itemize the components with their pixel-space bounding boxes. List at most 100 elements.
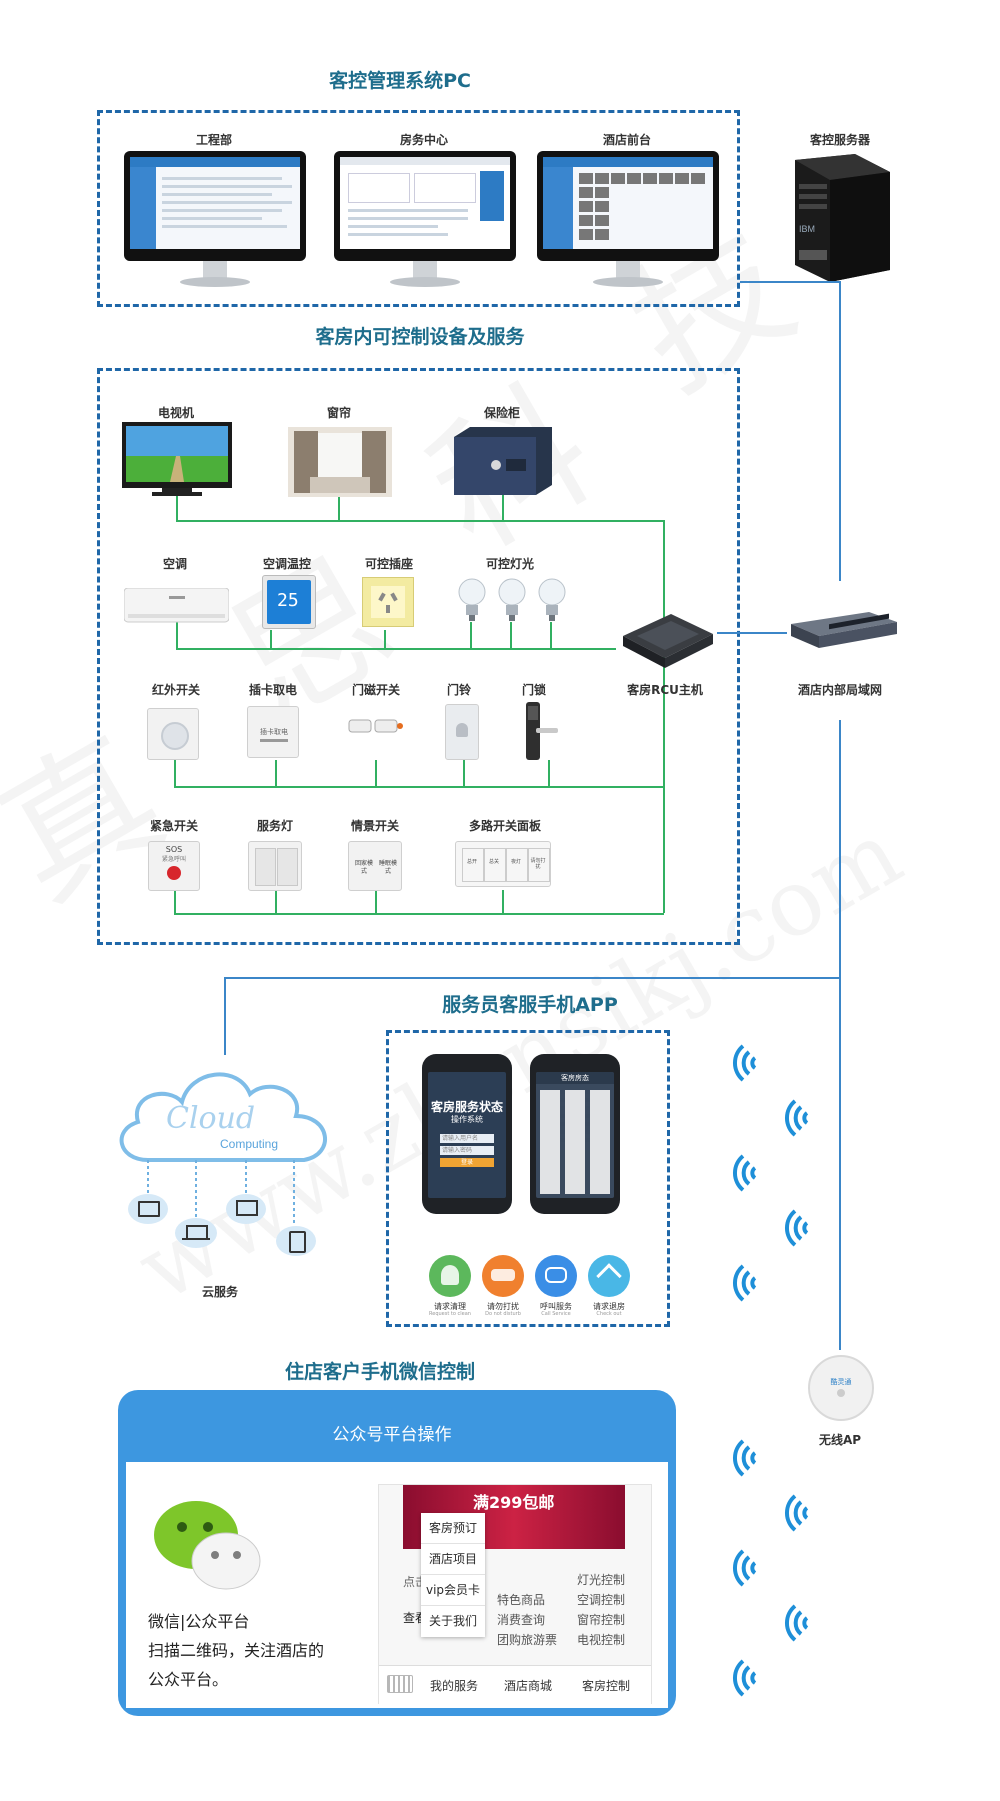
- phone-login: 客房服务状态 操作系统 请输入用户名 请输入密码 登录: [422, 1054, 512, 1214]
- devices-section-title: 客房内可控制设备及服务: [315, 326, 525, 348]
- device-label-service-light: 服务灯: [256, 819, 293, 833]
- tab-hotel-mall[interactable]: 酒店商城: [503, 1679, 552, 1693]
- thermostat-icon: 25: [262, 575, 316, 629]
- rcu-host-label: 客房RCU主机: [627, 683, 703, 697]
- menu-item-room-booking[interactable]: 客房预订: [421, 1513, 485, 1544]
- panel-text-2: 总关: [488, 859, 499, 865]
- monitor-front-desk: [537, 151, 719, 291]
- green-line: [502, 490, 504, 521]
- green-line: [176, 520, 664, 522]
- device-label-door-magnet: 门磁开关: [351, 683, 400, 697]
- green-line: [275, 760, 277, 788]
- green-line: [548, 760, 550, 788]
- multi-panel-icon: 总开 总关 夜灯 请勿打扰: [455, 841, 551, 887]
- scene-text-sleep: 睡眠模式: [378, 860, 397, 875]
- call-service-button[interactable]: [535, 1255, 577, 1297]
- menu-item-hotel-projects[interactable]: 酒店项目: [421, 1544, 485, 1575]
- monitor-label-front-desk: 酒店前台: [602, 133, 651, 147]
- green-line: [663, 520, 665, 913]
- wechat-menu-mock: 满299包邮 点击 查看 客房预订 酒店项目 vip会员卡 关于我们 特色商品 …: [378, 1484, 652, 1704]
- login-sub: 操作系统: [451, 1115, 483, 1124]
- app-group-box: [386, 1030, 670, 1327]
- request-clean-button[interactable]: [429, 1255, 471, 1297]
- door-lock-icon: [526, 702, 558, 760]
- do-not-disturb-button[interactable]: [482, 1255, 524, 1297]
- col2-item-3[interactable]: 团购旅游票: [497, 1633, 558, 1647]
- network-line: [717, 632, 787, 634]
- col2-item-2[interactable]: 消费查询: [497, 1613, 546, 1627]
- cloud-word: Cloud: [166, 1101, 255, 1136]
- panel-text-1: 总开: [466, 859, 477, 865]
- wechat-logo-icon: [154, 1501, 261, 1590]
- emergency-sub: 紧急呼叫: [161, 856, 186, 863]
- login-title: 客房服务状态: [430, 1100, 503, 1114]
- tab-my-services[interactable]: 我的服务: [429, 1679, 478, 1693]
- wifi-signal-icon: [784, 1604, 809, 1642]
- btn-sub-checkout: Check out: [596, 1311, 622, 1317]
- tv-icon: [122, 422, 232, 496]
- wechat-desc-line2: 扫描二维码，关注酒店的: [148, 1641, 325, 1660]
- server-brand: IBM: [799, 224, 815, 234]
- green-line: [384, 630, 386, 650]
- login-pass-placeholder[interactable]: 请输入密码: [442, 1147, 473, 1154]
- wechat-panel-header: 公众号平台操作: [332, 1425, 452, 1445]
- network-line: [740, 281, 840, 283]
- card-power-icon: 插卡取电: [247, 706, 299, 758]
- tablet-icon: [276, 1226, 316, 1256]
- check-out-button[interactable]: [588, 1255, 630, 1297]
- cloud-label: 云服务: [201, 1285, 238, 1299]
- menu-item-vip-card[interactable]: vip会员卡: [421, 1575, 485, 1606]
- device-label-ac: 空调: [162, 557, 187, 571]
- btn-label-clean: 请求清理: [434, 1302, 466, 1311]
- device-label-multi-panel: 多路开关面板: [468, 819, 541, 833]
- socket-icon: [362, 577, 414, 627]
- ir-switch-icon: [147, 708, 199, 760]
- wechat-section-title: 住店客户手机微信控制: [284, 1361, 475, 1383]
- wifi-signal-icon: [732, 1659, 757, 1697]
- scene-text-home: 回家模式: [354, 860, 373, 875]
- room-status-header: 客房房态: [536, 1072, 614, 1084]
- popup-menu: 客房预订 酒店项目 vip会员卡 关于我们: [421, 1513, 485, 1637]
- btn-label-dnd: 请勿打扰: [487, 1302, 519, 1311]
- col3-item-3[interactable]: 窗帘控制: [577, 1613, 626, 1627]
- menu-item-about-us[interactable]: 关于我们: [421, 1606, 485, 1636]
- device-label-socket: 可控插座: [364, 557, 413, 571]
- ap-label: 无线AP: [818, 1433, 862, 1447]
- login-button[interactable]: 登录: [440, 1158, 494, 1167]
- login-user-placeholder[interactable]: 请输入用户名: [442, 1135, 479, 1142]
- wifi-signal-icon: [784, 1209, 809, 1247]
- col3-item-1[interactable]: 灯光控制: [577, 1573, 626, 1587]
- service-light-icon: [248, 841, 302, 891]
- cloud-sub: Computing: [220, 1137, 278, 1151]
- btn-label-checkout: 请求退房: [593, 1302, 625, 1311]
- emergency-text: SOS: [165, 845, 183, 854]
- col3-item-4[interactable]: 电视控制: [577, 1633, 626, 1647]
- col3-item-2[interactable]: 空调控制: [577, 1593, 626, 1607]
- col2-item-1[interactable]: 特色商品: [497, 1593, 546, 1607]
- keyboard-icon[interactable]: [387, 1675, 413, 1693]
- green-line: [470, 622, 472, 650]
- device-label-card-power: 插卡取电: [248, 683, 297, 697]
- device-label-lighting: 可控灯光: [485, 557, 534, 571]
- green-line: [502, 890, 504, 915]
- lan-switch-icon: [791, 612, 897, 648]
- tab-room-control[interactable]: 客房控制: [581, 1679, 630, 1693]
- thermostat-value: 25: [277, 590, 299, 611]
- network-line: [224, 977, 840, 979]
- green-line: [176, 648, 616, 650]
- device-label-curtain: 窗帘: [326, 406, 351, 420]
- cloud-links: [147, 1160, 295, 1224]
- safe-icon: [454, 427, 552, 495]
- cloud-icon: Cloud Computing: [119, 1072, 328, 1162]
- scene-switch-icon: 回家模式 睡眠模式: [348, 841, 402, 891]
- green-line: [375, 760, 377, 788]
- green-line: [275, 890, 277, 915]
- monitor-engineering: [124, 151, 306, 291]
- wifi-signal-icon: [732, 1044, 757, 1082]
- laptop-icon: [175, 1218, 217, 1248]
- network-line: [224, 977, 226, 1055]
- computer-icon: [128, 1194, 168, 1224]
- lan-label: 酒店内部局域网: [797, 683, 882, 697]
- green-line: [270, 630, 272, 650]
- server-label: 客控服务器: [809, 133, 870, 147]
